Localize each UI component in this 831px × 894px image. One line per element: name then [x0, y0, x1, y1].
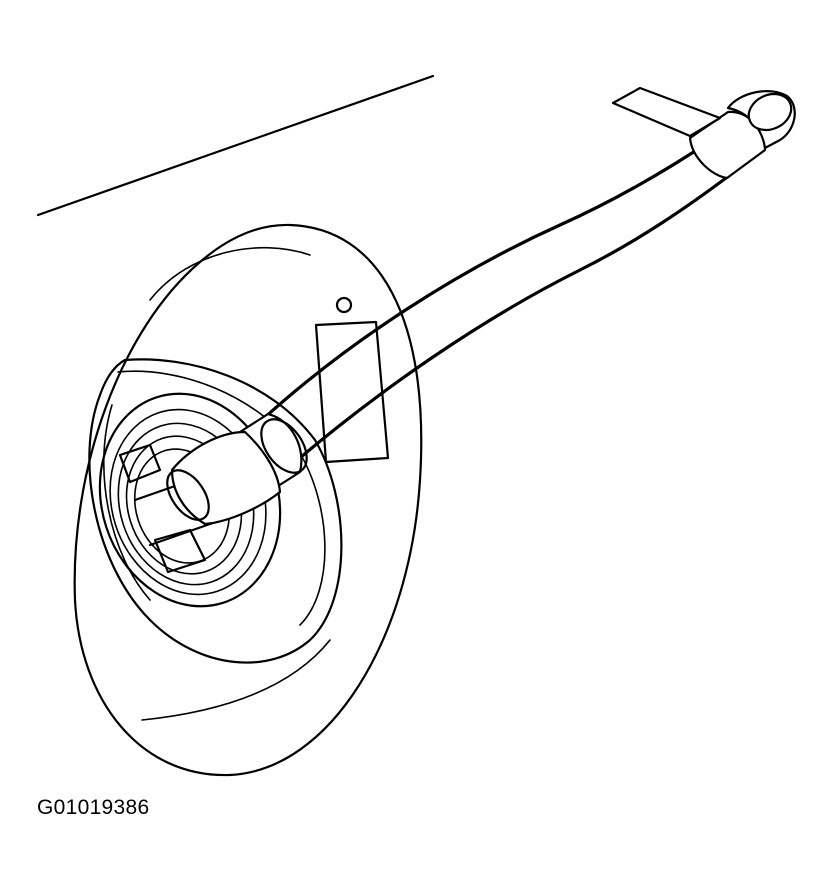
tool-collar-face — [260, 418, 308, 474]
tool-end-cap-face — [747, 92, 793, 132]
fuel-door-label-plate — [314, 320, 390, 464]
tool-handle-sleeve — [688, 110, 767, 180]
filler-cap-tab-bottom — [153, 528, 207, 574]
filler-recess-outer — [88, 358, 343, 664]
fuel-door-small-hole — [335, 296, 353, 314]
tool-shaft-outline-bottom — [293, 173, 732, 464]
body-panel-edge-line — [36, 74, 435, 217]
fuel-door-inner-contour — [149, 246, 311, 301]
figure-id-label: G01019386 — [37, 796, 150, 819]
filler-cap-tab-left — [118, 443, 162, 484]
tool-flag-label — [611, 86, 722, 138]
tool-socket-head-front — [166, 469, 210, 521]
fuel-door-outer-rim — [73, 223, 423, 777]
filler-recess-band-lower — [103, 404, 151, 601]
tool-socket-head — [170, 430, 282, 526]
fuel-door-lower-contour — [141, 639, 331, 721]
tool-shaft-outline-top — [260, 138, 714, 422]
